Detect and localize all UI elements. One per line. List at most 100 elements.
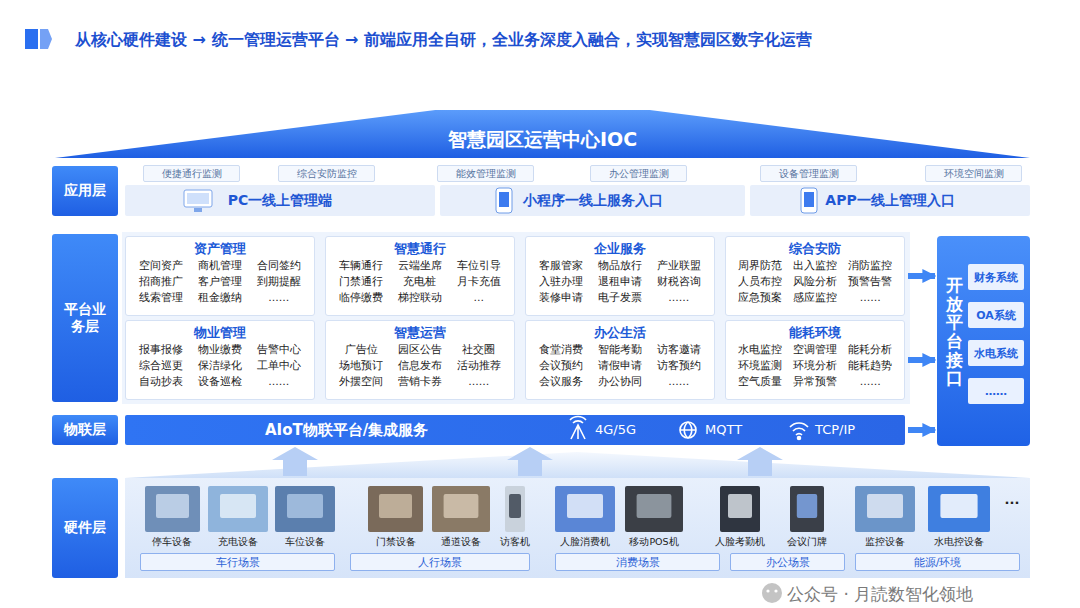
system-name: …… xyxy=(985,385,1007,398)
flow-arrow xyxy=(908,273,935,279)
module-item: …… xyxy=(843,289,898,305)
monitor-tag: 设备管理监测 xyxy=(760,165,857,182)
module-item: 风险分析 xyxy=(787,273,842,289)
module-item: 信息发布 xyxy=(391,357,450,373)
watermark-icon xyxy=(762,583,782,603)
flow-arrow xyxy=(908,427,935,433)
scene-bar: 车行场景 xyxy=(140,553,335,571)
entry-bar: PC一线上管理端 xyxy=(125,185,435,216)
entry-text: APP一线上管理入口 xyxy=(825,192,954,210)
module-item: …… xyxy=(449,373,508,389)
device-picture xyxy=(208,486,268,532)
flow-arrow xyxy=(908,357,935,363)
module-item: 工单中心 xyxy=(249,357,308,373)
module-item: 会议预约 xyxy=(532,357,591,373)
module-box: 综合安防周界防范出入监控消防监控人员布控风险分析预警告警应急预案感应监控…… xyxy=(725,236,905,316)
module-title: 综合安防 xyxy=(732,240,898,257)
module-item: 物业缴费 xyxy=(191,341,250,357)
device-label: 访客机 xyxy=(500,536,530,549)
module-title: 智慧通行 xyxy=(332,240,508,257)
module-box: 办公生活食堂消费智能考勤访客邀请会议预约请假申请访客预约会议服务办公协同…… xyxy=(525,320,715,400)
module-item: 请假申请 xyxy=(591,357,650,373)
device-picture xyxy=(368,486,423,532)
protocol-name: TCP/IP xyxy=(815,422,855,437)
module-item: 活动推荐 xyxy=(449,357,508,373)
module-item: …… xyxy=(249,373,308,389)
device-pictures xyxy=(145,486,990,532)
layer-label: 平台业务层 xyxy=(52,234,118,402)
module-item: 访客邀请 xyxy=(649,341,708,357)
device-label: 充电设备 xyxy=(218,536,258,549)
module-title: 企业服务 xyxy=(532,240,708,257)
module-item: 外摆空间 xyxy=(332,373,391,389)
module-item: 月卡充值 xyxy=(449,273,508,289)
layer-label: 物联层 xyxy=(52,415,118,445)
up-arrows xyxy=(272,447,783,476)
module-item: 办公协同 xyxy=(591,373,650,389)
module-item: 产业联盟 xyxy=(649,257,708,273)
tag-text: 设备管理监测 xyxy=(779,167,839,181)
device-picture xyxy=(928,486,990,532)
more-mark: ... xyxy=(1005,492,1020,507)
module-item: 电子发票 xyxy=(591,289,650,305)
device-label: 门禁设备 xyxy=(376,536,416,549)
platform-ground xyxy=(122,232,910,404)
hardware-ground xyxy=(125,478,1030,578)
layer-name: 硬件层 xyxy=(64,519,106,537)
device-picture xyxy=(790,486,824,532)
device-picture xyxy=(625,486,683,532)
monitor-tag: 综合安防监控 xyxy=(278,165,375,182)
module-item: 告警中心 xyxy=(249,341,308,357)
module-item: … xyxy=(449,289,508,305)
module-item: …… xyxy=(249,289,308,305)
device-label: 停车设备 xyxy=(152,536,192,549)
title-icon xyxy=(40,29,52,49)
module-item: 预警告警 xyxy=(843,273,898,289)
module-item: 感应监控 xyxy=(787,289,842,305)
scene-bar: 人行场景 xyxy=(350,553,530,571)
module-item: 水电监控 xyxy=(732,341,787,357)
module-item: 社交圈 xyxy=(449,341,508,357)
device-picture xyxy=(145,486,200,532)
system-box: …… xyxy=(968,378,1024,404)
module-title: 办公生活 xyxy=(532,324,708,341)
module-item: 退租申请 xyxy=(591,273,650,289)
module-item: 物品放行 xyxy=(591,257,650,273)
module-item: 智能考勤 xyxy=(591,341,650,357)
module-item: 设备巡检 xyxy=(191,373,250,389)
module-item: 车位引导 xyxy=(449,257,508,273)
module-item: 应急预案 xyxy=(732,289,787,305)
module-box: 企业服务客服管家物品放行产业联盟入驻办理退租申请财税咨询装修申请电子发票…… xyxy=(525,236,715,316)
scene-name: 能源/环境 xyxy=(914,555,962,570)
module-item: 装修申请 xyxy=(532,289,591,305)
layer-label: 应用层 xyxy=(52,166,118,216)
module-title: 智慧运营 xyxy=(332,324,508,341)
scene-bar: 能源/环境 xyxy=(855,553,1020,571)
module-item: 人员布控 xyxy=(732,273,787,289)
tag-text: 便捷通行监测 xyxy=(162,167,222,181)
module-item: 临停缴费 xyxy=(332,289,391,305)
module-item: …… xyxy=(843,373,898,389)
module-item: 招商推广 xyxy=(132,273,191,289)
center-banner: 智慧园区运营中心IOC xyxy=(55,108,1030,158)
module-item: 空间资产 xyxy=(132,257,191,273)
tag-text: 办公管理监测 xyxy=(609,167,669,181)
module-item: 线索管理 xyxy=(132,289,191,305)
module-box: 资产管理空间资产商机管理合同签约招商推广客户管理到期提醒线索管理租金缴纳…… xyxy=(125,236,315,316)
scene-name: 车行场景 xyxy=(216,555,260,570)
module-item: 出入监控 xyxy=(787,257,842,273)
layer-name: 应用层 xyxy=(64,182,106,200)
device-label: 车位设备 xyxy=(285,536,325,549)
module-title: 资产管理 xyxy=(132,240,308,257)
device-label: 通道设备 xyxy=(441,536,481,549)
module-box: 智慧通行车辆通行云端坐席车位引导门禁通行充电桩月卡充值临停缴费梯控联动… xyxy=(325,236,515,316)
module-item: 能耗趋势 xyxy=(843,357,898,373)
module-item: …… xyxy=(649,289,708,305)
module-item: 商机管理 xyxy=(191,257,250,273)
layer-name: 平台业务层 xyxy=(63,301,106,336)
module-item: 会议服务 xyxy=(532,373,591,389)
module-title: 物业管理 xyxy=(132,324,308,341)
module-item: 自动抄表 xyxy=(132,373,191,389)
scene-bar: 办公场景 xyxy=(730,553,845,571)
module-item: 周界防范 xyxy=(732,257,787,273)
